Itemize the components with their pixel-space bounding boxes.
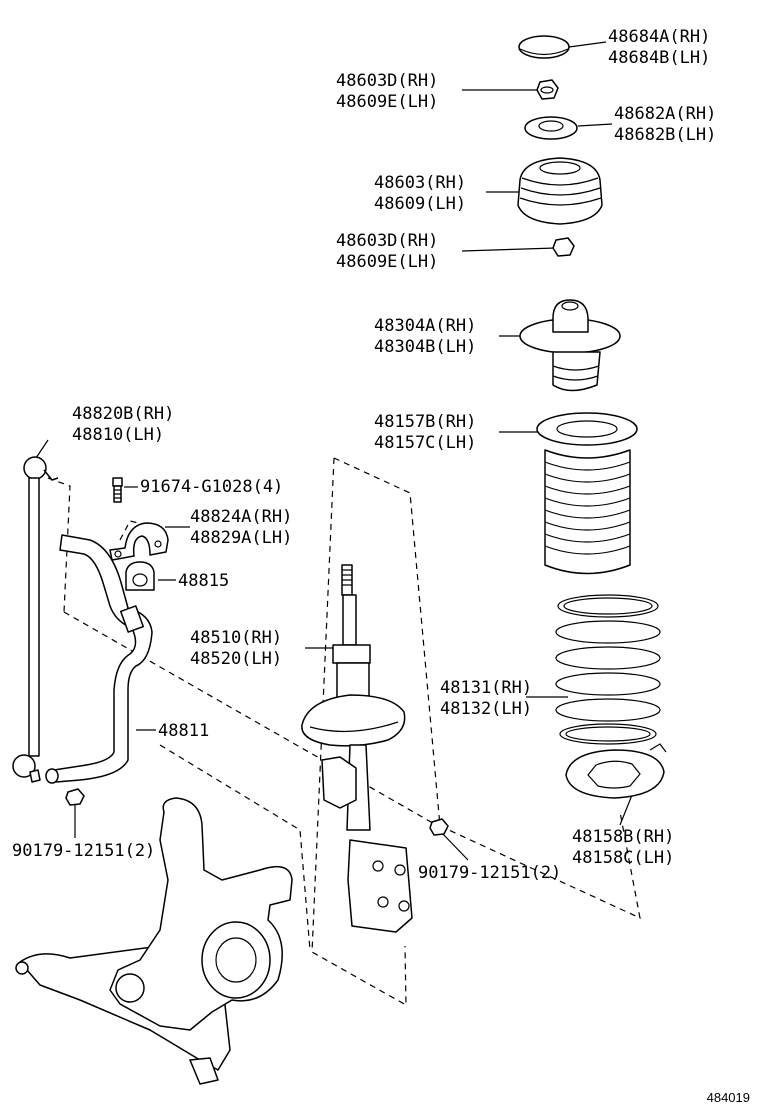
callout-dust-boot-lh: 48157C(LH) xyxy=(374,433,476,453)
callout-nut-top-lh: 48609E(LH) xyxy=(336,92,438,112)
callout-lower-insulator-lh: 48158C(LH) xyxy=(572,848,674,868)
callout-mount-lh: 48609(LH) xyxy=(374,194,466,214)
callout-stab-bar: 48811 xyxy=(158,721,209,741)
strut-part xyxy=(301,564,413,933)
callout-bearing-rh: 48682A(RH) xyxy=(614,104,716,124)
callout-coil-spring-lh: 48132(LH) xyxy=(440,699,532,719)
callout-bushing: 48815 xyxy=(178,571,229,591)
callout-labels: 48684A(RH) 48684B(LH) 48603D(RH) 48609E(… xyxy=(12,27,750,1105)
callout-bracket-lh: 48829A(LH) xyxy=(190,528,292,548)
callout-strut-lh: 48520(LH) xyxy=(190,649,282,669)
dust-boot-part xyxy=(536,412,638,575)
knuckle-and-lower-arm-part xyxy=(15,797,293,1085)
bearing-part xyxy=(524,116,578,140)
callout-nut-top-rh: 48603D(RH) xyxy=(336,71,438,91)
callout-lower-insulator-rh: 48158B(RH) xyxy=(572,827,674,847)
coil-spring-part xyxy=(555,594,661,745)
callout-bolt: 91674-G1028(4) xyxy=(140,477,283,497)
lower-insulator-part xyxy=(565,743,667,799)
callout-dust-boot-rh: 48157B(RH) xyxy=(374,412,476,432)
callout-nut-left: 90179-12151(2) xyxy=(12,841,155,861)
callout-bracket-rh: 48824A(RH) xyxy=(190,507,292,527)
stabilizer-bar-part xyxy=(45,534,153,784)
bump-stop-part xyxy=(519,299,621,392)
callout-nut-right: 90179-12151(2) xyxy=(418,863,561,883)
callout-mount-rh: 48603(RH) xyxy=(374,173,466,193)
callout-stab-link-lh: 48810(LH) xyxy=(72,425,164,445)
right-nut-part xyxy=(429,818,449,836)
upper-mount-part xyxy=(517,157,603,225)
callout-nut-mid-rh: 48603D(RH) xyxy=(336,231,438,251)
callout-coil-spring-rh: 48131(RH) xyxy=(440,678,532,698)
left-nut-part xyxy=(65,788,85,806)
callout-bump-stop-rh: 48304A(RH) xyxy=(374,316,476,336)
callout-cap-lh: 48684B(LH) xyxy=(608,48,710,68)
callout-strut-rh: 48510(RH) xyxy=(190,628,282,648)
bushing-part xyxy=(125,561,155,591)
upper-cap-part xyxy=(518,35,570,59)
callout-stab-link-rh: 48820B(RH) xyxy=(72,404,174,424)
callout-cap-rh: 48684A(RH) xyxy=(608,27,710,47)
stabilizer-link-part xyxy=(12,456,59,783)
bracket-part xyxy=(109,522,169,561)
callout-nut-mid-lh: 48609E(LH) xyxy=(336,252,438,272)
middle-nut-part xyxy=(552,237,575,257)
figure-number: 484019 xyxy=(707,1090,750,1105)
callout-bump-stop-lh: 48304B(LH) xyxy=(374,337,476,357)
callout-bearing-lh: 48682B(LH) xyxy=(614,125,716,145)
bolt-part xyxy=(112,477,123,503)
top-nut-part xyxy=(536,79,559,100)
